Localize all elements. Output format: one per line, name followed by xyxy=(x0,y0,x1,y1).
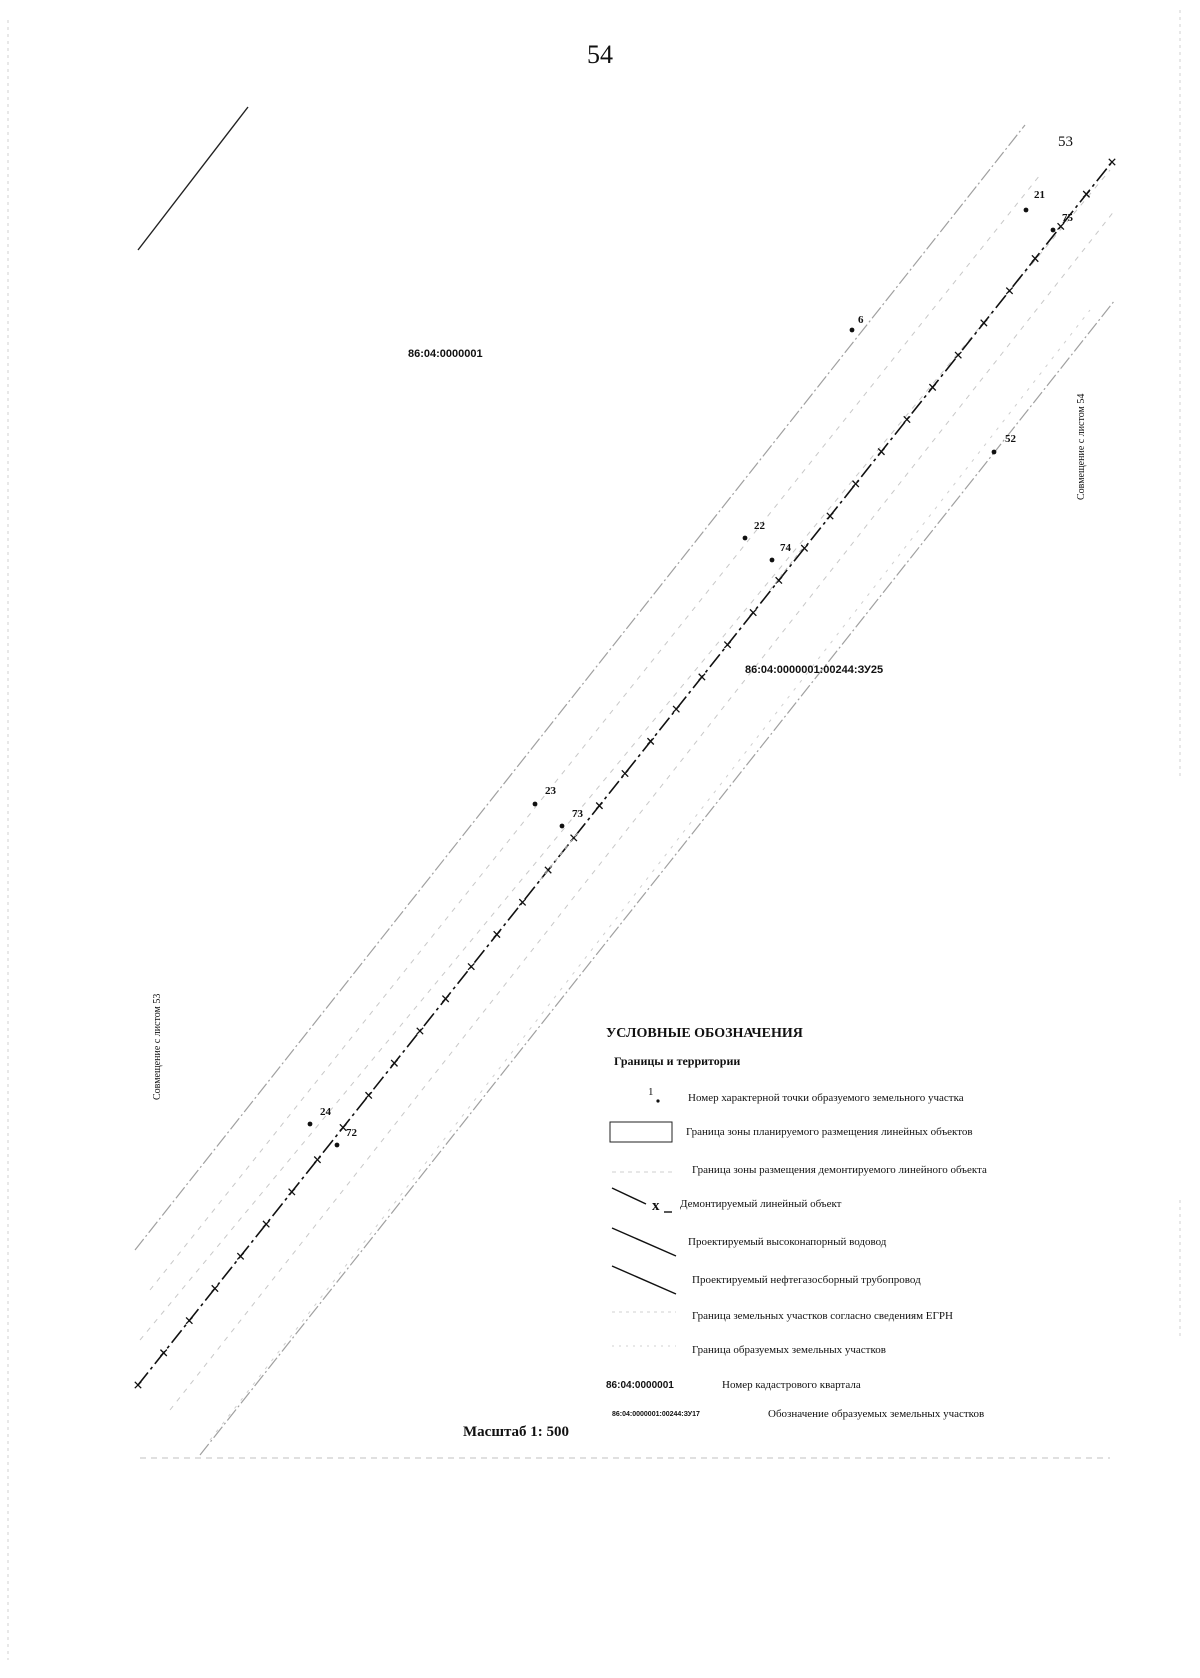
x-mark xyxy=(518,898,527,906)
x-mark xyxy=(595,802,604,810)
point-label: 72 xyxy=(346,1127,357,1139)
x-mark xyxy=(749,608,757,617)
characteristic-point xyxy=(742,535,748,541)
legend-item-text: Демонтируемый линейный объект xyxy=(680,1198,842,1210)
characteristic-point xyxy=(991,449,997,455)
x-mark xyxy=(211,1284,219,1293)
side-note-right: Совмещение с листом 54 xyxy=(1076,393,1087,500)
parcel-boundary-1 xyxy=(139,169,1111,1341)
x-mark xyxy=(1005,287,1014,295)
legend-item-text: Номер кадастрового квартала xyxy=(722,1379,861,1391)
x-mark xyxy=(1082,190,1091,198)
characteristic-point xyxy=(849,327,855,333)
x-mark xyxy=(621,769,629,778)
legend-x-symbol: x xyxy=(652,1198,660,1214)
legend-water-conduit-symbol xyxy=(611,1227,677,1257)
x-mark xyxy=(1108,158,1116,166)
parcel-boundary-3 xyxy=(149,174,1041,1291)
boundary-line-isolated xyxy=(137,106,249,251)
x-mark xyxy=(288,1188,296,1196)
x-mark xyxy=(852,480,860,488)
pipeline-segment-2 xyxy=(769,544,806,591)
x-mark xyxy=(928,383,937,391)
legend-point-symbol xyxy=(656,1099,660,1103)
legend-symbols xyxy=(609,1099,677,1347)
x-mark xyxy=(646,737,655,745)
x-mark xyxy=(903,415,911,424)
parcel-boundary-4 xyxy=(209,309,1091,1441)
legend-item-text: Проектируемый высоконапорный водовод xyxy=(688,1236,887,1248)
legend-title: УСЛОВНЫЕ ОБОЗНАЧЕНИЯ xyxy=(606,1026,803,1041)
legend-item-text: Граница образуемых земельных участков xyxy=(692,1344,886,1356)
planned-zone-boundary-lower xyxy=(199,299,1116,1456)
characteristic-point xyxy=(532,801,538,807)
x-mark xyxy=(134,1381,142,1389)
characteristic-point xyxy=(769,557,775,563)
x-mark xyxy=(698,673,706,681)
x-mark xyxy=(826,512,834,520)
x-mark xyxy=(800,544,809,552)
legend-point-number-symbol: 1 xyxy=(648,1086,654,1098)
x-mark xyxy=(339,1123,347,1132)
characteristic-points xyxy=(307,207,1056,1148)
point-label: 52 xyxy=(1005,433,1016,445)
x-mark xyxy=(390,1059,398,1067)
x-mark xyxy=(236,1252,245,1260)
characteristic-point xyxy=(559,823,565,829)
x-mark xyxy=(954,351,962,359)
cadastral-quarter-label: 86:04:0000001 xyxy=(408,348,483,360)
legend-planned-zone-symbol xyxy=(609,1121,673,1143)
legend-item-text: Обозначение образуемых земельных участко… xyxy=(768,1408,985,1420)
side-note-left: Совмещение с листом 53 xyxy=(152,993,163,1100)
legend-code-parcel: 86:04:0000001:00244:ЗУ17 xyxy=(612,1411,700,1418)
demolished-linear-object xyxy=(137,161,1113,1386)
parcel-designation-label: 86:04:0000001:00244:ЗУ25 xyxy=(745,664,884,676)
point-label: 21 xyxy=(1034,189,1045,201)
page-number: 54 xyxy=(587,40,613,69)
x-mark xyxy=(159,1349,168,1357)
legend-pipeline-symbol xyxy=(611,1265,677,1295)
x-mark xyxy=(1057,222,1065,231)
x-mark xyxy=(313,1156,322,1164)
x-mark xyxy=(185,1316,193,1325)
legend-item-text: Граница зоны размещения демонтируемого л… xyxy=(692,1164,987,1176)
planned-zone-boundary-upper xyxy=(134,124,1026,1251)
characteristic-point xyxy=(334,1142,340,1148)
legend-item-text: Граница земельных участков согласно свед… xyxy=(692,1310,953,1322)
x-mark xyxy=(775,576,783,585)
characteristic-point xyxy=(1050,227,1056,233)
x-mark xyxy=(493,930,501,939)
x-mark xyxy=(467,962,475,971)
point-label: 75 xyxy=(1062,212,1073,224)
x-mark xyxy=(877,447,885,456)
point-label: 22 xyxy=(754,520,765,532)
legend-subtitle: Границы и территории xyxy=(614,1054,741,1068)
legend-item-text: Проектируемый нефтегазосборный трубопров… xyxy=(692,1274,921,1286)
legend-code-quarter: 86:04:0000001 xyxy=(606,1380,674,1391)
point-label: 74 xyxy=(780,542,791,554)
point-label: 73 xyxy=(572,808,583,820)
characteristic-point xyxy=(1023,207,1029,213)
x-mark xyxy=(1031,254,1039,263)
point-label: 6 xyxy=(858,314,864,326)
x-mark xyxy=(672,705,680,713)
legend-item-text: Граница зоны планируемого размещения лин… xyxy=(686,1126,973,1138)
point-label: 23 xyxy=(545,785,556,797)
characteristic-point xyxy=(307,1121,313,1127)
scale-label: Масштаб 1: 500 xyxy=(463,1424,570,1440)
legend-item-text: Номер характерной точки образуемого земе… xyxy=(688,1092,964,1104)
parcel-boundary-2 xyxy=(169,209,1116,1411)
x-mark xyxy=(441,995,450,1003)
legend-demolished-object-symbol xyxy=(611,1187,647,1205)
point-label: 24 xyxy=(320,1106,331,1118)
x-mark xyxy=(262,1220,270,1228)
x-mark xyxy=(416,1027,424,1035)
x-mark xyxy=(723,641,732,649)
x-mark xyxy=(980,319,988,327)
adjacent-sheet-number: 53 xyxy=(1058,134,1073,150)
pipeline-segment-1 xyxy=(539,829,581,881)
x-mark xyxy=(365,1091,373,1100)
